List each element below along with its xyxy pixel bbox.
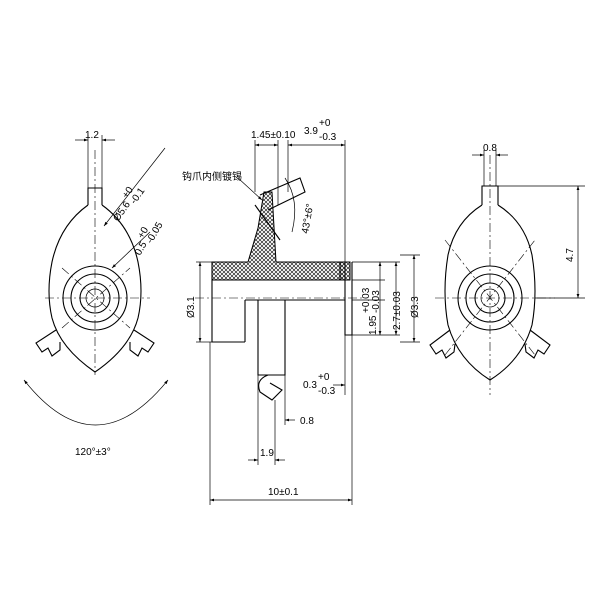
left-body-outline bbox=[48, 204, 142, 373]
right-dim-4-7-group: 4.7 bbox=[565, 248, 576, 262]
mid-dim-3-9-tol-upper: +0 bbox=[319, 118, 331, 129]
right-circle-outer bbox=[457, 265, 523, 331]
right-body-outline bbox=[444, 204, 536, 381]
left-lug-left bbox=[35, 329, 61, 357]
left-dim-0-5-tol-upper: +0 bbox=[136, 225, 151, 241]
left-circle-core bbox=[85, 288, 105, 308]
mid-terminal-hook bbox=[258, 374, 283, 401]
middle-view: 1.45±0.10 3.9 +0 -0.3 钩爪内侧镀锡 43°±6° Ø3.1… bbox=[182, 118, 421, 505]
left-dim-5-6-label: Ø5.6 bbox=[111, 199, 133, 223]
mid-dim-1-95-label: 1.95 bbox=[368, 315, 379, 335]
left-circle-inner bbox=[79, 282, 111, 314]
left-dim-0-5-tol-lower: -0.05 bbox=[145, 220, 166, 246]
mid-hook-inner bbox=[254, 204, 281, 241]
mid-dim-0-8-label: 0.8 bbox=[300, 416, 314, 427]
right-dim-0-8-label: 0.8 bbox=[483, 143, 497, 154]
mid-angle-group: 43°±6° bbox=[300, 203, 316, 235]
right-circle-mid bbox=[465, 273, 515, 323]
mid-dim-1-9-label: 1.9 bbox=[260, 448, 274, 459]
right-lug-right bbox=[524, 329, 551, 359]
right-dim-4-7-label: 4.7 bbox=[565, 248, 576, 262]
left-dim-0-5-leader bbox=[111, 231, 151, 269]
mid-dim-3-9-tol-lower: -0.3 bbox=[319, 132, 337, 143]
right-circle-inner bbox=[474, 282, 506, 314]
left-circle-mid bbox=[70, 273, 120, 323]
mid-note-label: 钩爪内侧镀锡 bbox=[182, 170, 242, 183]
mid-right-face bbox=[344, 262, 353, 336]
mid-dim-0-3-label: 0.3 bbox=[303, 380, 317, 391]
left-angle-arc bbox=[23, 379, 169, 426]
mid-dim-1-95-tol-upper: +0.03 bbox=[361, 287, 372, 313]
mid-dim-2-7-group: 2.7±0.03 bbox=[392, 291, 403, 330]
mid-note-leader bbox=[237, 177, 263, 201]
left-centerline-diag1 bbox=[61, 267, 131, 329]
mid-dim-3-1-label: Ø3.1 bbox=[186, 296, 197, 318]
mid-dim-1-45-label: 1.45±0.10 bbox=[251, 130, 296, 141]
left-view: 1.2 Ø5.6 +0 -0.1 0.5 +0 -0.05 120°±3° bbox=[23, 130, 169, 458]
mid-dim-3-3-group: Ø3.3 bbox=[410, 296, 421, 318]
right-view: 0.8 4.7 bbox=[429, 143, 585, 395]
mid-terminal-pin bbox=[257, 300, 286, 376]
mid-dim-3-1-group: Ø3.1 bbox=[186, 296, 197, 318]
right-circle-core bbox=[480, 288, 500, 308]
mid-dim-10-label: 10±0.1 bbox=[268, 487, 299, 498]
right-top-tab bbox=[481, 185, 499, 205]
left-centerline-diag2 bbox=[61, 267, 131, 329]
mid-hook-claw bbox=[259, 177, 306, 211]
left-top-tab bbox=[87, 187, 103, 205]
mid-dim-3-3-label: Ø3.3 bbox=[410, 296, 421, 318]
left-dim-5-6-leader bbox=[103, 147, 166, 227]
mid-dim-1-95-tol-lower: -0.03 bbox=[371, 290, 382, 313]
right-lug-left bbox=[429, 329, 456, 359]
left-dim-1-2-label: 1.2 bbox=[85, 130, 99, 141]
mid-dim-1-95-group: 1.95 +0.03 -0.03 bbox=[361, 287, 382, 335]
mid-dim-0-3-tol-lower: -0.3 bbox=[318, 386, 336, 397]
right-centerline-diag2 bbox=[444, 239, 536, 356]
mid-angle-arc bbox=[284, 177, 296, 233]
left-dim-0-5-group: 0.5 +0 -0.05 bbox=[133, 220, 166, 257]
mid-angle-label: 43°±6° bbox=[300, 203, 316, 235]
left-dim-5-6-group: Ø5.6 +0 -0.1 bbox=[111, 185, 147, 224]
mid-dim-2-7-label: 2.7±0.03 bbox=[392, 291, 403, 330]
left-circle-outer bbox=[62, 265, 128, 331]
mid-dim-3-9-label: 3.9 bbox=[304, 126, 318, 137]
left-lug-right bbox=[129, 329, 155, 357]
mid-dim-0-3-tol-upper: +0 bbox=[318, 372, 330, 383]
left-angle-label: 120°±3° bbox=[75, 447, 111, 458]
